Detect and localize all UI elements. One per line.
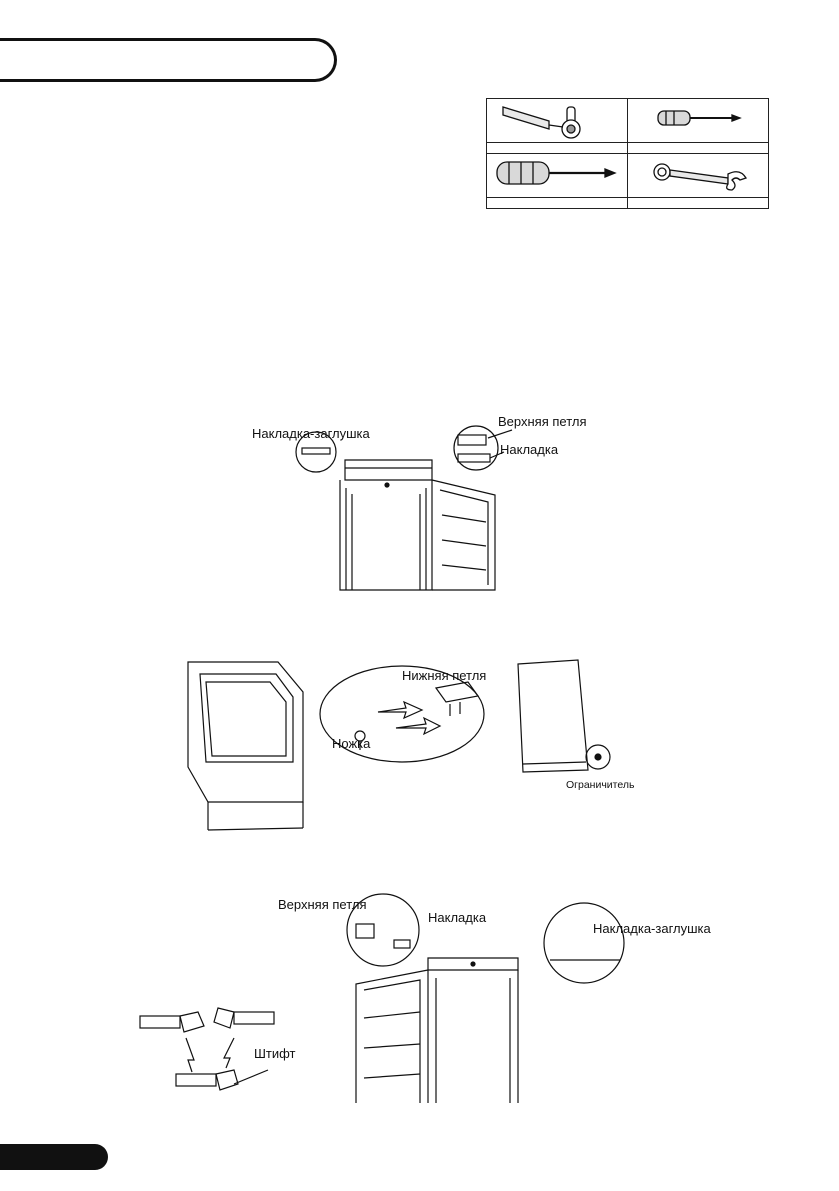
figure-bottom-hinge — [178, 652, 638, 832]
label-cap: Накладка — [500, 442, 559, 457]
tool-caption-cell — [486, 142, 628, 154]
phillips-screwdriver-icon — [496, 161, 617, 185]
tool-caption-cell — [486, 197, 628, 209]
label-cover-plate: Накладка-заглушка — [252, 426, 370, 441]
label-foot: Ножка — [332, 736, 371, 751]
small-screwdriver-icon — [657, 110, 742, 126]
label-top-hinge-2: Верхняя петля — [278, 897, 367, 912]
tools-table — [486, 98, 769, 209]
section-header-tab — [0, 38, 337, 82]
figure-reinstall — [138, 888, 728, 1103]
socket-wrench-icon — [502, 106, 581, 139]
figure-top-hinge — [250, 410, 610, 595]
tool-caption-cell — [627, 197, 769, 209]
tool-cell — [627, 153, 769, 198]
tool-cell — [627, 98, 769, 143]
tool-cell — [486, 153, 628, 198]
combination-wrench-icon — [653, 163, 747, 191]
label-cap-2: Накладка — [428, 910, 487, 925]
label-pin: Штифт — [254, 1046, 296, 1061]
tool-caption-cell — [627, 142, 769, 154]
label-top-hinge: Верхняя петля — [498, 414, 587, 429]
label-cover-plate-2: Накладка-заглушка — [593, 921, 711, 936]
tool-cell — [486, 98, 628, 143]
label-bottom-hinge: Нижняя петля — [402, 668, 487, 683]
page-number-tab — [0, 1144, 108, 1170]
label-stopper: Ограничитель — [566, 779, 635, 791]
